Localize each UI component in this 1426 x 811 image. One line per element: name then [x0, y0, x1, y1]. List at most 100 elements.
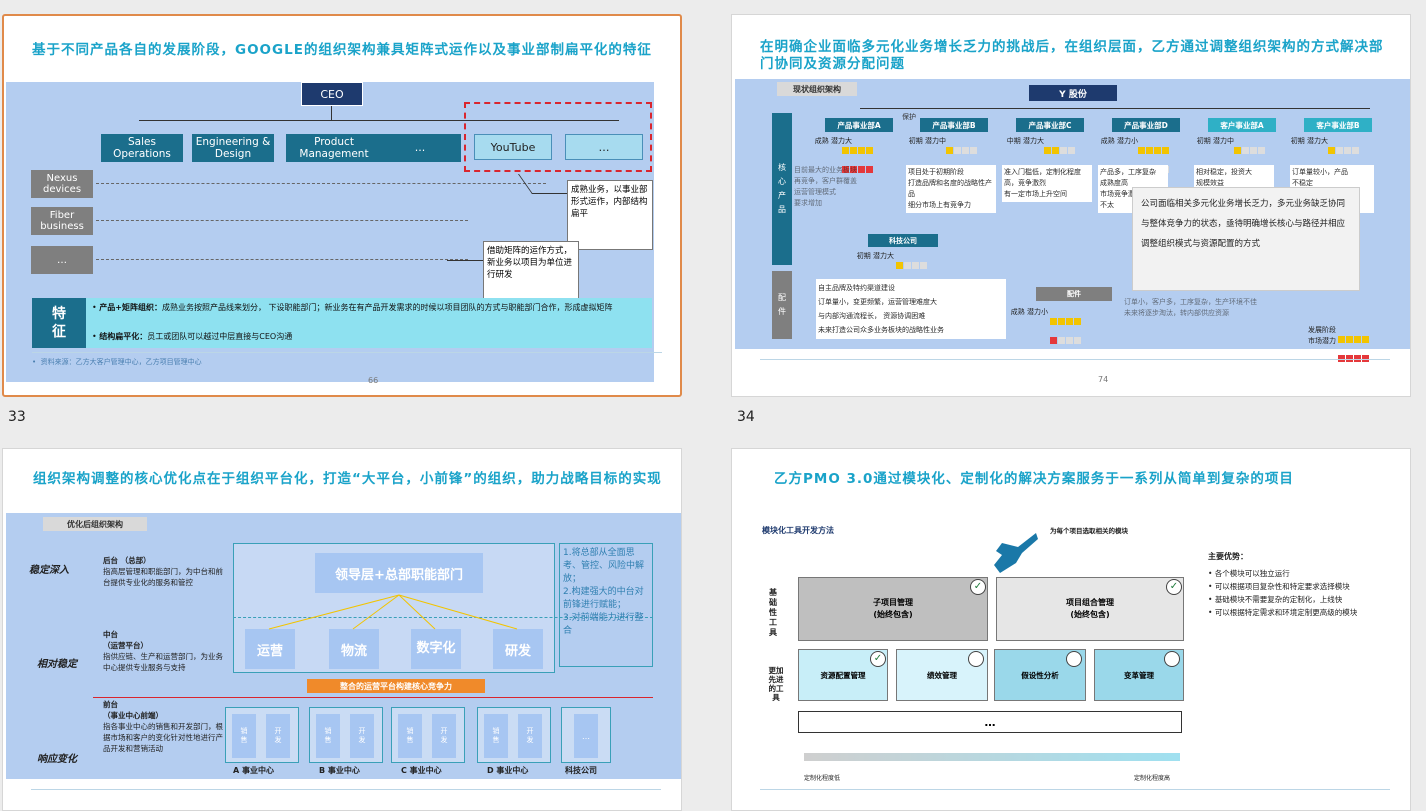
highlight-frame	[464, 102, 652, 172]
center-c-label: C 事业中心	[401, 766, 442, 775]
ceo-box: CEO	[301, 82, 363, 106]
center-d-label: D 事业中心	[487, 766, 529, 775]
unit-b-note: 初期 潜力中	[908, 137, 946, 145]
slide-thumbnail-35[interactable]: 组织架构调整的核心优化点在于组织平台化，打造“大平台，小前锋”的组织，助力战略目…	[2, 448, 682, 811]
popup-note: 公司面临相关多元化业务增长乏力，多元业务缺乏协同与整体竞争力的状态，亟待明确增长…	[1132, 187, 1360, 291]
slide-title: 基于不同产品各自的发展阶段，GOOGLE的组织架构兼具矩阵式运作以及事业部制扁平…	[32, 42, 652, 58]
advantages-title: 主要优势：	[1208, 552, 1248, 561]
unit-c-note: 中期 潜力大	[1006, 137, 1044, 145]
unit-a: 产品事业部A	[825, 118, 893, 132]
unit-f: 客户事业部B	[1304, 118, 1372, 132]
checkbox-empty-icon[interactable]	[1164, 651, 1180, 667]
notes-e: 相对稳定，投资大规模效益	[1194, 165, 1274, 191]
center-a-label: A 事业中心	[233, 766, 274, 775]
slide-number: 34	[737, 409, 755, 425]
function-engineering: Engineering & Design	[192, 134, 274, 162]
support-label: 配件	[772, 271, 792, 339]
unit-a-note: 成熟 潜力大	[814, 137, 852, 145]
check-icon[interactable]: ✓	[970, 579, 986, 595]
feature-panel: • 产品+矩阵组织：成熟业务按照产品线来划分， 下设职能部门；新业务在有产品开发…	[86, 298, 652, 348]
unit-d: 产品事业部D	[1112, 118, 1180, 132]
unit-b: 产品事业部B	[920, 118, 988, 132]
function-product: Product Management	[286, 134, 382, 162]
tech-company: 科技公司	[868, 234, 938, 247]
notes-c: 准入门槛低，定制化程度高，竞争激烈有一定市场上升空间	[1002, 165, 1092, 202]
top-company: Y 股份	[1029, 85, 1117, 101]
checkbox-empty-icon[interactable]	[1066, 651, 1082, 667]
unit-c: 产品事业部C	[1016, 118, 1084, 132]
notes-accessory: 订单小，客户多，工序复杂，生产环境不佳未来将逐步淘汰，转内部供应资源	[1124, 298, 1257, 317]
notes-a: 目前最大的业务板块再竞争，客户群覆盖运营管理模式要求增加	[794, 166, 857, 207]
platform-logistics: 物流	[329, 629, 379, 669]
callout-new: 借助矩阵的运作方式，新业务以项目为单位进行研发	[483, 241, 579, 303]
hand-pointer-icon	[994, 533, 1038, 573]
banner: 整合的运营平台构建核心竞争力	[307, 679, 485, 693]
section-tag: 现状组织架构	[777, 82, 857, 96]
more-modules: …	[798, 711, 1182, 733]
source-note: • 资料来源：乙方大客户管理中心，乙方项目管理中心	[32, 358, 202, 366]
function-more: …	[379, 134, 461, 162]
center-tech-label: 科技公司	[565, 766, 597, 775]
platform-ops: 运营	[245, 629, 295, 669]
division-fiber: Fiber business	[31, 207, 93, 235]
slide-thumbnail-33[interactable]: 基于不同产品各自的发展阶段，GOOGLE的组织架构兼具矩阵式运作以及事业部制扁平…	[2, 14, 682, 397]
unit-f-note: 初期 潜力大	[1290, 137, 1328, 145]
module-portfolio: 项目组合管理 (始终包含)	[996, 577, 1184, 641]
callout-mature: 成熟业务，以事业部形式运作，内部结构扁平	[567, 180, 653, 250]
slide-title: 组织架构调整的核心优化点在于组织平台化，打造“大平台，小前锋”的组织，助力战略目…	[33, 471, 662, 487]
section-tag: 优化后组织架构	[43, 517, 147, 531]
center-c: 销售开发	[391, 707, 465, 763]
notes-support: 自主品牌及特约渠道建设订单量小，变更频繁，运营管理难度大与内部沟通流程长， 资源…	[816, 279, 1006, 339]
slide-thumbnail-36[interactable]: 乙方PMO 3.0通过模块化、定制化的解决方案服务于一系列从简单到复杂的项目 模…	[731, 448, 1411, 811]
hub-lines	[268, 594, 518, 630]
method-label: 模块化工具开发方法	[762, 526, 834, 535]
center-b: 销售开发	[309, 707, 383, 763]
row2-label: 更加先进的工具	[768, 666, 784, 702]
function-more-2: …	[565, 134, 643, 160]
notes-b: 项目处于初期阶段打造品牌和名度的战略性产品细分市场上有竞争力	[906, 165, 996, 213]
accessory-note: 成熟 潜力小	[1010, 308, 1048, 316]
advantages-list: • 各个模块可以独立运行 • 可以根据项目复杂性和特定要求选择模块 • 基础模块…	[1208, 569, 1358, 617]
module-subproject: 子项目管理 (始终包含)	[798, 577, 988, 641]
function-sales: Sales Operations	[101, 134, 183, 162]
function-youtube: YouTube	[474, 134, 552, 160]
unit-d-note: 成熟 潜力小	[1100, 137, 1138, 145]
label-stable-deep: 稳定深入	[29, 565, 69, 576]
slide-number: 33	[8, 409, 26, 425]
slide-thumbnail-34[interactable]: 在明确企业面临多元化业务增长乏力的挑战后，在组织层面，乙方通过调整组织架构的方式…	[731, 14, 1411, 397]
pointer-note: 为每个项目选取相关的模块	[1050, 527, 1128, 535]
platform-rd: 研发	[493, 629, 543, 669]
front-office-desc: 前台（事业中心前端）指各事业中心的销售和开发部门，根据市场和客户的变化针对性地进…	[103, 700, 223, 753]
protect-label: 保护	[902, 113, 916, 121]
scale-low: 定制化程度低	[804, 775, 841, 782]
module-change: 变革管理	[1094, 649, 1184, 701]
unit-e-note: 初期 潜力中	[1196, 137, 1234, 145]
row1-label: 基础性工具	[769, 588, 777, 637]
legend: 发展阶段市场潜力	[1308, 326, 1336, 345]
checkbox-empty-icon[interactable]	[968, 651, 984, 667]
notes-panel: 1.将总部从全面思考、管控、风险中解放；2.构建强大的中台对前锋进行赋能；3.对…	[559, 543, 653, 667]
tech-note: 初期 潜力大	[856, 252, 894, 260]
page-number: 74	[1098, 375, 1109, 384]
feature-label: 特征	[32, 298, 86, 348]
slide-title: 在明确企业面临多元化业务增长乏力的挑战后，在组织层面，乙方通过调整组织架构的方式…	[760, 39, 1384, 72]
center-b-label: B 事业中心	[319, 766, 360, 775]
slide-title: 乙方PMO 3.0通过模块化、定制化的解决方案服务于一系列从简单到复杂的项目	[774, 471, 1294, 487]
hq-box: 领导层+总部职能部门	[315, 553, 483, 593]
back-office-desc: 后台 （总部）指高层管理和职能部门，为中台和前台提供专业化的服务和管控	[103, 556, 223, 587]
core-label: 核心产品	[772, 113, 792, 265]
platform-digital: 数字化	[411, 629, 461, 669]
scale-high: 定制化程度高	[1134, 775, 1171, 782]
division-more: …	[31, 246, 93, 274]
check-icon[interactable]: ✓	[870, 651, 886, 667]
module-whatif: 假设性分析	[994, 649, 1086, 701]
center-tech: …	[561, 707, 611, 763]
center-a: 销售开发	[225, 707, 299, 763]
division-nexus: Nexus devices	[31, 170, 93, 198]
label-respond-change: 响应变化	[37, 754, 77, 765]
accessory-unit: 配件	[1036, 287, 1112, 301]
customization-scale	[804, 753, 1180, 761]
check-icon[interactable]: ✓	[1166, 579, 1182, 595]
unit-e: 客户事业部A	[1208, 118, 1276, 132]
label-relatively-stable: 相对稳定	[37, 659, 77, 670]
